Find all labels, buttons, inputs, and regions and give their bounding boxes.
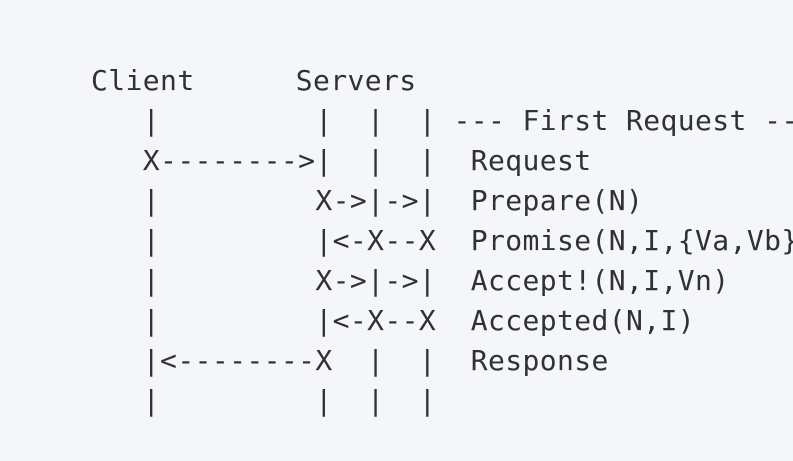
diagram-row-first-request-title: | | | | --- First Request --- xyxy=(22,61,793,137)
diagram-row-accepted: | |<-X--X Accepted(N,I) xyxy=(22,261,793,337)
message-label-accept: Accept!(N,I,Vn) xyxy=(470,264,730,297)
servers-column-header: Servers xyxy=(295,64,417,97)
message-label-promise: Promise(N,I,{Va,Vb}) xyxy=(470,224,793,257)
client-column-header: Client xyxy=(91,64,195,97)
paxos-sequence-diagram: Client Servers | | | | --- First Request … xyxy=(22,21,793,417)
acceptors-to-leader-arrow-art: | |<-X--X xyxy=(91,304,471,337)
leader-to-acceptors-arrow-art: | X->|->| xyxy=(91,184,471,217)
client-to-server-arrow-art: X-------->| | | xyxy=(91,144,471,177)
diagram-row-response: |<--------X | | Response xyxy=(22,301,793,377)
message-label-prepare: Prepare(N) xyxy=(470,184,644,217)
section-title-label: --- First Request --- xyxy=(453,104,793,137)
leader-to-acceptors-arrow-art: | X->|->| xyxy=(91,264,471,297)
diagram-row-accept: | X->|->| Accept!(N,I,Vn) xyxy=(22,221,793,297)
diagram-row-request: X-------->| | | Request xyxy=(22,101,793,177)
diagram-row-prepare: | X->|->| Prepare(N) xyxy=(22,141,793,217)
message-label-response: Response xyxy=(470,344,609,377)
acceptors-to-leader-arrow-art: | |<-X--X xyxy=(91,224,471,257)
lifeline-art: | | | | xyxy=(91,104,454,137)
server-to-client-arrow-art: |<--------X | | xyxy=(91,344,471,377)
message-label-request: Request xyxy=(470,144,592,177)
diagram-header-row: Client Servers xyxy=(22,21,793,97)
message-label-accepted: Accepted(N,I) xyxy=(470,304,696,337)
lifeline-art: | | | | xyxy=(91,384,437,417)
diagram-row-promise: | |<-X--X Promise(N,I,{Va,Vb}) xyxy=(22,181,793,257)
